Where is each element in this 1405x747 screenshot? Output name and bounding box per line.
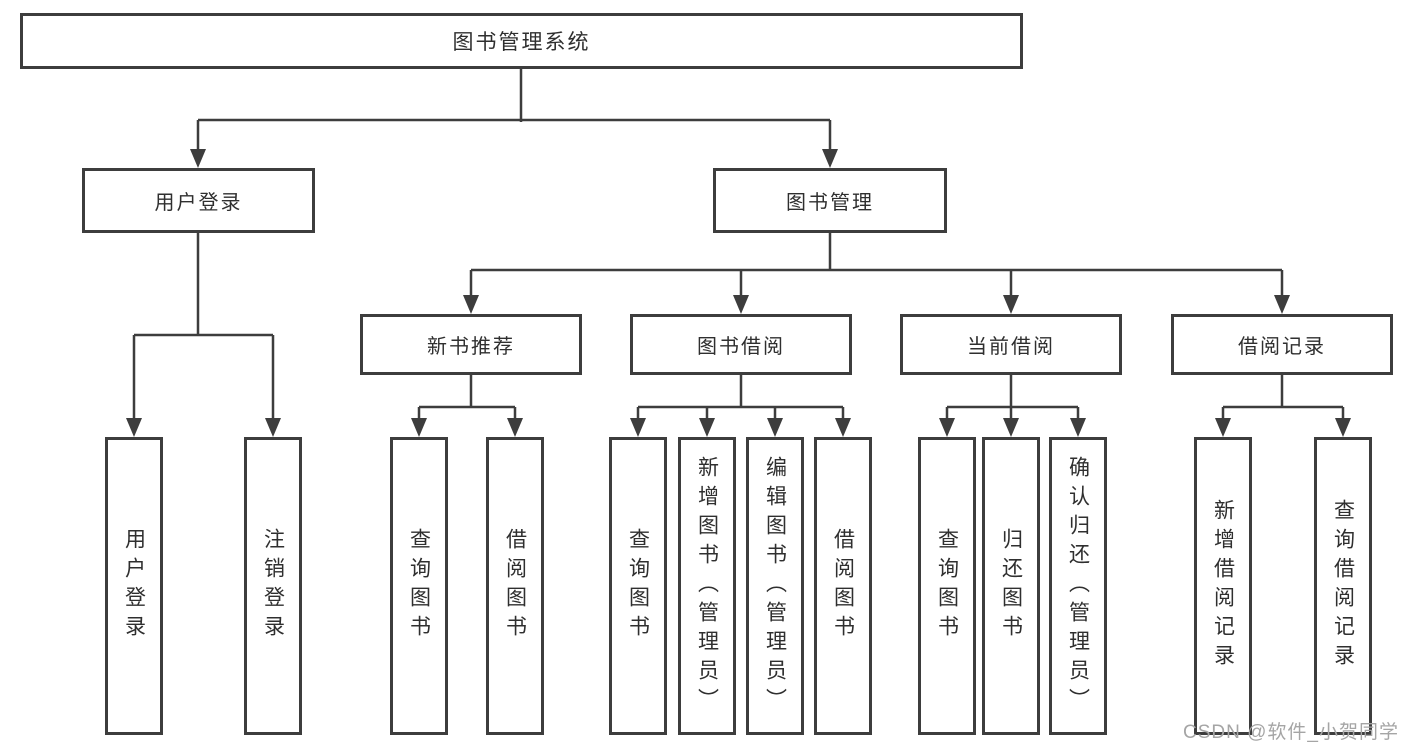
node-label: 借阅记录 [1238, 336, 1326, 358]
leaf-current-query-books: 查询图书 [918, 437, 976, 735]
leaf-label: 查询图书 [626, 528, 650, 644]
node-book-management-system: 图书管理系统 [20, 13, 1023, 69]
node-label: 图书管理 [786, 192, 874, 214]
node-label: 图书管理系统 [452, 31, 591, 54]
leaf-label: 查询图书 [407, 528, 431, 644]
csdn-watermark: CSDN @软件_小贺同学 [1183, 722, 1399, 743]
leaf-confirm-return-admin: 确认归还（管理员） [1049, 437, 1107, 735]
node-user-login: 用户登录 [82, 168, 315, 233]
leaf-label: 编辑图书（管理员） [763, 455, 787, 717]
leaf-label: 注销登录 [261, 528, 285, 644]
leaf-borrow-query-books: 查询图书 [609, 437, 667, 735]
leaf-label: 查询图书 [935, 528, 959, 644]
leaf-label: 新增图书（管理员） [695, 455, 719, 717]
leaf-return-books: 归还图书 [982, 437, 1040, 735]
node-label: 图书借阅 [697, 336, 785, 358]
node-book-borrowing: 图书借阅 [630, 314, 852, 375]
node-label: 当前借阅 [967, 336, 1055, 358]
leaf-borrow-books: 借阅图书 [814, 437, 872, 735]
leaf-label: 归还图书 [999, 528, 1023, 644]
leaf-label: 确认归还（管理员） [1066, 455, 1090, 717]
leaf-label: 新增借阅记录 [1211, 499, 1235, 673]
leaf-add-borrow-record: 新增借阅记录 [1194, 437, 1252, 735]
leaf-label: 查询借阅记录 [1331, 499, 1355, 673]
leaf-label: 借阅图书 [503, 528, 527, 644]
node-borrowing-records: 借阅记录 [1171, 314, 1393, 375]
node-label: 用户登录 [154, 192, 243, 214]
leaf-logout: 注销登录 [244, 437, 302, 735]
leaf-recommend-borrow-books: 借阅图书 [486, 437, 544, 735]
connector-lines [132, 69, 1345, 421]
node-new-book-recommendation: 新书推荐 [360, 314, 582, 375]
leaf-label: 借阅图书 [831, 528, 855, 644]
node-book-management: 图书管理 [713, 168, 947, 233]
leaf-label: 用户登录 [122, 528, 146, 644]
leaf-add-book-admin: 新增图书（管理员） [678, 437, 736, 735]
leaf-edit-book-admin: 编辑图书（管理员） [746, 437, 804, 735]
leaf-user-login: 用户登录 [105, 437, 163, 735]
leaf-recommend-query-books: 查询图书 [390, 437, 448, 735]
node-label: 新书推荐 [427, 336, 515, 358]
node-current-borrowing: 当前借阅 [900, 314, 1122, 375]
leaf-query-borrow-record: 查询借阅记录 [1314, 437, 1372, 735]
